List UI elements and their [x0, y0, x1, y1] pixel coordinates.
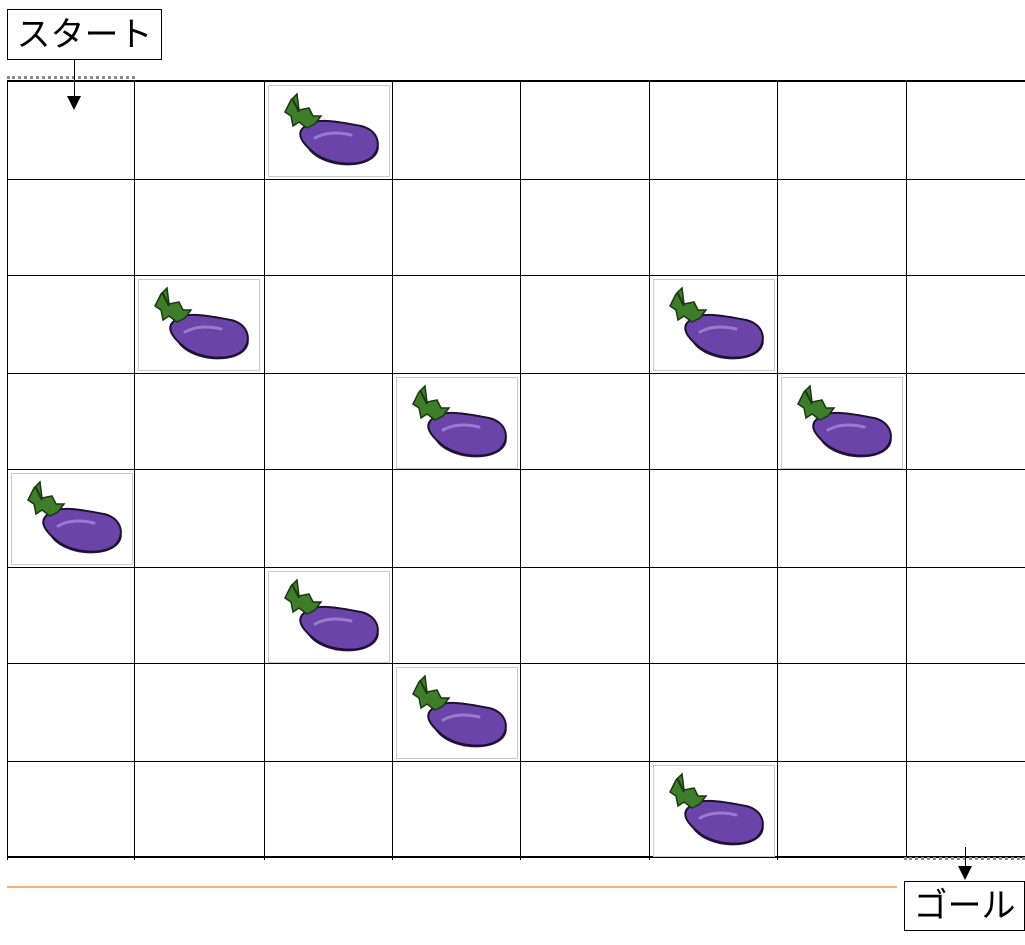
goal-arrow-icon [958, 866, 972, 880]
start-dotted-line [7, 76, 135, 79]
eggplant-icon [397, 668, 517, 758]
grid-cell-r7-c2[interactable] [265, 762, 393, 860]
grid-cell-r4-c4[interactable] [521, 470, 650, 568]
grid-cell-r7-c3[interactable] [393, 762, 521, 860]
grid-cell-r1-c4[interactable] [521, 180, 650, 276]
game-grid [7, 80, 1025, 858]
grid-cell-r0-c7[interactable] [907, 82, 1025, 180]
grid-cell-r4-c5[interactable] [650, 470, 778, 568]
grid-cell-r2-c2[interactable] [265, 276, 393, 374]
grid-cell-r6-c3[interactable] [393, 664, 521, 762]
grid-cell-r2-c0[interactable] [7, 276, 135, 374]
grid-cell-r2-c5[interactable] [650, 276, 778, 374]
grid-cell-r1-c1[interactable] [135, 180, 265, 276]
grid-cell-r5-c3[interactable] [393, 568, 521, 664]
grid-cell-r1-c3[interactable] [393, 180, 521, 276]
grid-cell-r2-c4[interactable] [521, 276, 650, 374]
eggplant-icon [654, 766, 774, 856]
grid-cell-r0-c5[interactable] [650, 82, 778, 180]
grid-cell-r3-c1[interactable] [135, 374, 265, 470]
grid-cell-r2-c7[interactable] [907, 276, 1025, 374]
grid-cell-r2-c1[interactable] [135, 276, 265, 374]
grid-cell-r4-c2[interactable] [265, 470, 393, 568]
grid-cell-r4-c3[interactable] [393, 470, 521, 568]
grid-cell-r6-c4[interactable] [521, 664, 650, 762]
grid-cell-r7-c4[interactable] [521, 762, 650, 860]
goal-label: ゴール [904, 881, 1025, 931]
grid-cell-r7-c0[interactable] [7, 762, 135, 860]
eggplant-icon [397, 378, 517, 468]
bottom-rule [7, 886, 897, 888]
grid-cell-r2-c6[interactable] [778, 276, 907, 374]
grid-cell-r7-c7[interactable] [907, 762, 1025, 860]
grid-cell-r7-c1[interactable] [135, 762, 265, 860]
grid-cell-r5-c5[interactable] [650, 568, 778, 664]
grid-cell-r3-c4[interactable] [521, 374, 650, 470]
grid-cell-r1-c6[interactable] [778, 180, 907, 276]
grid-cell-r0-c4[interactable] [521, 82, 650, 180]
grid-cell-r6-c7[interactable] [907, 664, 1025, 762]
grid-cell-r3-c2[interactable] [265, 374, 393, 470]
start-label: スタート [7, 9, 162, 60]
grid-cell-r5-c2[interactable] [265, 568, 393, 664]
grid-cell-r4-c0[interactable] [7, 470, 135, 568]
grid-cell-r3-c3[interactable] [393, 374, 521, 470]
grid-cell-r7-c5[interactable] [650, 762, 778, 860]
grid-cell-r0-c0[interactable] [7, 82, 135, 180]
grid-cell-r1-c2[interactable] [265, 180, 393, 276]
grid-cell-r3-c0[interactable] [7, 374, 135, 470]
grid-cell-r0-c6[interactable] [778, 82, 907, 180]
eggplant-icon [782, 378, 902, 468]
grid-cell-r0-c1[interactable] [135, 82, 265, 180]
grid-cell-r2-c3[interactable] [393, 276, 521, 374]
eggplant-icon [139, 280, 259, 370]
eggplant-icon [269, 572, 389, 662]
grid-cell-r0-c3[interactable] [393, 82, 521, 180]
grid-cell-r6-c2[interactable] [265, 664, 393, 762]
grid-cell-r1-c7[interactable] [907, 180, 1025, 276]
grid-cell-r0-c2[interactable] [265, 82, 393, 180]
eggplant-icon [269, 86, 389, 176]
grid-cell-r6-c0[interactable] [7, 664, 135, 762]
grid-cell-r6-c5[interactable] [650, 664, 778, 762]
grid-cell-r5-c7[interactable] [907, 568, 1025, 664]
goal-arrow-line [965, 847, 966, 867]
grid-cell-r4-c1[interactable] [135, 470, 265, 568]
eggplant-icon [654, 280, 774, 370]
grid-cell-r5-c6[interactable] [778, 568, 907, 664]
eggplant-icon [12, 474, 132, 564]
grid-cell-r3-c6[interactable] [778, 374, 907, 470]
grid-cell-r4-c7[interactable] [907, 470, 1025, 568]
grid-cell-r3-c7[interactable] [907, 374, 1025, 470]
grid-cell-r6-c1[interactable] [135, 664, 265, 762]
grid-cell-r4-c6[interactable] [778, 470, 907, 568]
grid-cell-r3-c5[interactable] [650, 374, 778, 470]
grid-cell-r7-c6[interactable] [778, 762, 907, 860]
grid-cell-r5-c0[interactable] [7, 568, 135, 664]
grid-cell-r1-c5[interactable] [650, 180, 778, 276]
grid-cell-r5-c1[interactable] [135, 568, 265, 664]
grid-cell-r6-c6[interactable] [778, 664, 907, 762]
grid-cell-r1-c0[interactable] [7, 180, 135, 276]
grid-cell-r5-c4[interactable] [521, 568, 650, 664]
